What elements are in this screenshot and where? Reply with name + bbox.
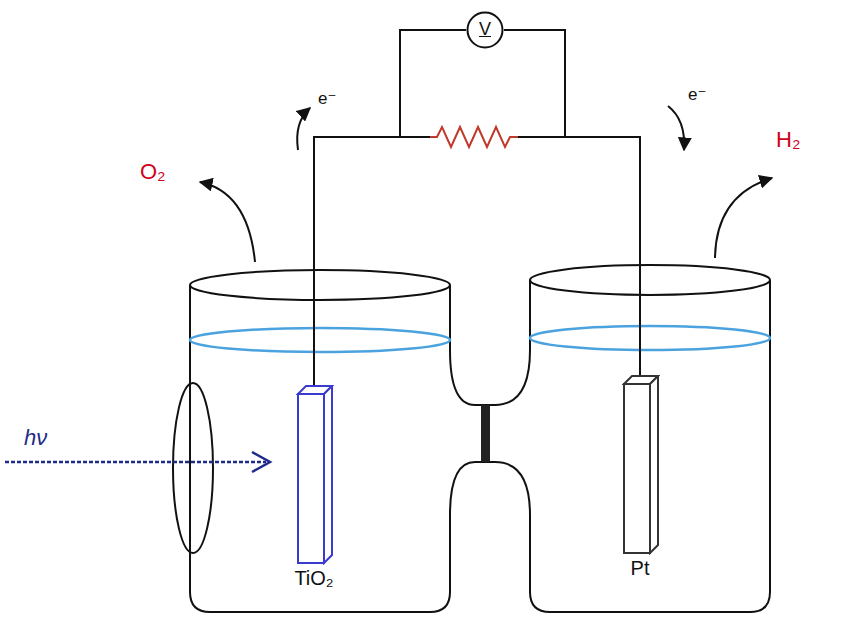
tube-top [450, 280, 530, 405]
membrane [481, 405, 490, 462]
electron-label: e⁻ [318, 90, 336, 109]
pt-electrode: Pt [620, 375, 660, 579]
beaker-body [190, 280, 770, 612]
tio2-electrode: TiO₂ [294, 385, 334, 589]
gas-label: H₂ [776, 128, 800, 152]
meter-symbol: V [479, 20, 491, 40]
electrode-plate [294, 385, 334, 565]
gas-arrow [715, 178, 772, 258]
electron-label: e⁻ [688, 86, 706, 105]
beaker-rim [530, 265, 770, 295]
quartz-window [173, 383, 213, 553]
meter-lead [400, 30, 466, 137]
electrode-plate [620, 375, 660, 555]
water-line [190, 328, 450, 352]
light-ray [5, 461, 266, 464]
beaker-rim [190, 270, 450, 300]
wire [314, 137, 640, 385]
meter-lead [504, 30, 565, 137]
resistor-ground [431, 124, 517, 150]
voltmeter: V [466, 11, 504, 49]
gas-label: O₂ [140, 160, 166, 184]
electron-arrow [297, 108, 310, 150]
water-line [530, 326, 770, 350]
light-label: hν [24, 426, 47, 450]
gas-arrow [200, 182, 255, 262]
electrode-label: Pt [631, 557, 650, 579]
electron-arrow [668, 106, 684, 150]
resistor-symbol [430, 127, 518, 147]
light-arrowhead [252, 452, 270, 472]
electrode-label: TiO₂ [294, 567, 333, 589]
